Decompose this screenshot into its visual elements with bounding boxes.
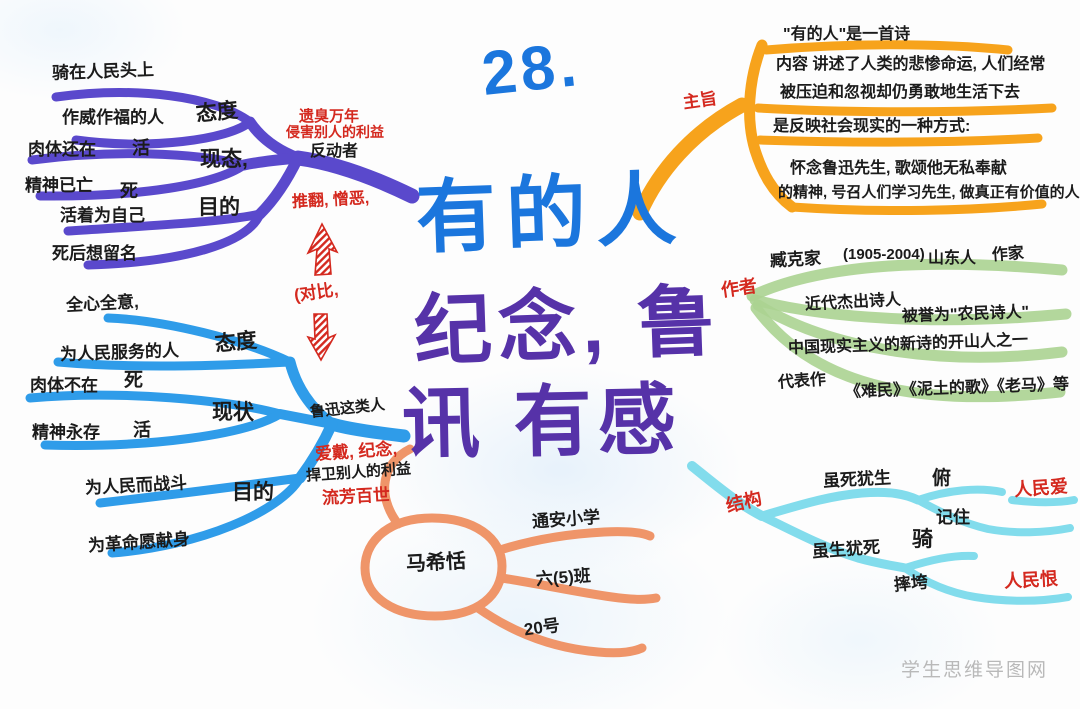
purple-status-line2: 精神已亡 (25, 176, 93, 195)
blue-attitude-label: 态度 (213, 328, 259, 357)
lesson-number: 28. (478, 30, 584, 109)
author-works-label: 代表作 (777, 371, 827, 392)
signature-name: 马希恬 (405, 550, 467, 576)
purple-note-red1: 遗臭万年 (299, 108, 360, 125)
structure-top-main: 虽死犹生 (822, 468, 892, 491)
structure-bottom-note: 人民恨 (1003, 568, 1059, 592)
structure-top-note: 人民爱 (1013, 476, 1069, 500)
blue-status-line2: 精神永存 (32, 423, 100, 442)
purple-branch-lines (27, 88, 420, 270)
blue-attitude-line2: 为人民服务的人 (59, 340, 180, 365)
blue-note-red2: 流芳百世 (321, 485, 391, 508)
page-title-line1: 有的人 (414, 164, 688, 263)
purple-purpose-label: 目的 (198, 196, 240, 219)
purple-purpose-line2: 死后想留名 (52, 244, 137, 263)
purple-attitude-line1: 骑在人民头上 (51, 60, 155, 83)
structure-bottom-sub1: 骑 (912, 528, 933, 551)
theme-branch-lines (632, 39, 1057, 221)
author-branch-lines (746, 258, 1072, 403)
watermark: 学生思维导图网 (901, 660, 1049, 681)
theme-line3: 被压迫和忽视却仍勇敢地生活下去 (780, 84, 1021, 101)
purple-attitude-label: 态度 (194, 98, 240, 127)
purple-status-line1: 肉体还在 (28, 140, 96, 159)
theme-line5: 怀念鲁迅先生, 歌颂他无私奉献 (790, 160, 1007, 177)
theme-line1: "有的人"是一首诗 (783, 26, 911, 43)
compare-arrows (306, 222, 339, 362)
blue-attitude-line1: 全心全意, (65, 292, 140, 315)
structure-top-sub2: 记住 (936, 508, 970, 527)
structure-bottom-sub2: 摔垮 (893, 572, 929, 595)
blue-branch-lines (25, 313, 411, 558)
blue-status-label: 现状 (212, 401, 254, 424)
purple-status-label: 现态, (200, 148, 248, 171)
theme-line6: 的精神, 号召人们学习先生, 做真正有价值的人 (778, 184, 1080, 201)
author-origin: 山东人 (928, 250, 977, 267)
purple-attitude-line2: 作威作福的人 (62, 108, 164, 127)
signature-branch-lines (360, 444, 661, 658)
blue-status-line1: 肉体不在 (30, 376, 98, 395)
arrow-down-icon (306, 313, 337, 362)
page-title-line2: 纪念, 鲁 (412, 276, 723, 376)
purple-purpose-line1: 活着为自己 (60, 206, 145, 225)
author-years: (1905-2004) (843, 246, 925, 263)
blue-purpose-label: 目的 (232, 481, 274, 504)
author-role: 作家 (991, 244, 1025, 265)
purple-note-red2: 侵害别人的利益 (286, 124, 384, 140)
page-title-line3: 讯 有感 (401, 375, 683, 469)
structure-branch-lines (687, 461, 1078, 605)
theme-line2: 内容 讲述了人类的悲惨命运, 人们经常 (776, 56, 1046, 73)
blue-status-line2-tag: 活 (133, 420, 151, 440)
blue-status-line1-tag: 死 (124, 370, 144, 391)
signature-class: 六(5)班 (535, 566, 592, 589)
arrow-up-icon (306, 222, 339, 276)
structure-top-sub1: 俯 (932, 468, 952, 489)
purple-note-black1: 反动者 (310, 143, 359, 160)
purple-status-line1-tag: 活 (132, 138, 150, 158)
theme-line4: 是反映社会现实的一种方式: (773, 118, 971, 135)
author-name: 臧克家 (769, 248, 822, 271)
purple-status-line2-tag: 死 (120, 181, 138, 201)
